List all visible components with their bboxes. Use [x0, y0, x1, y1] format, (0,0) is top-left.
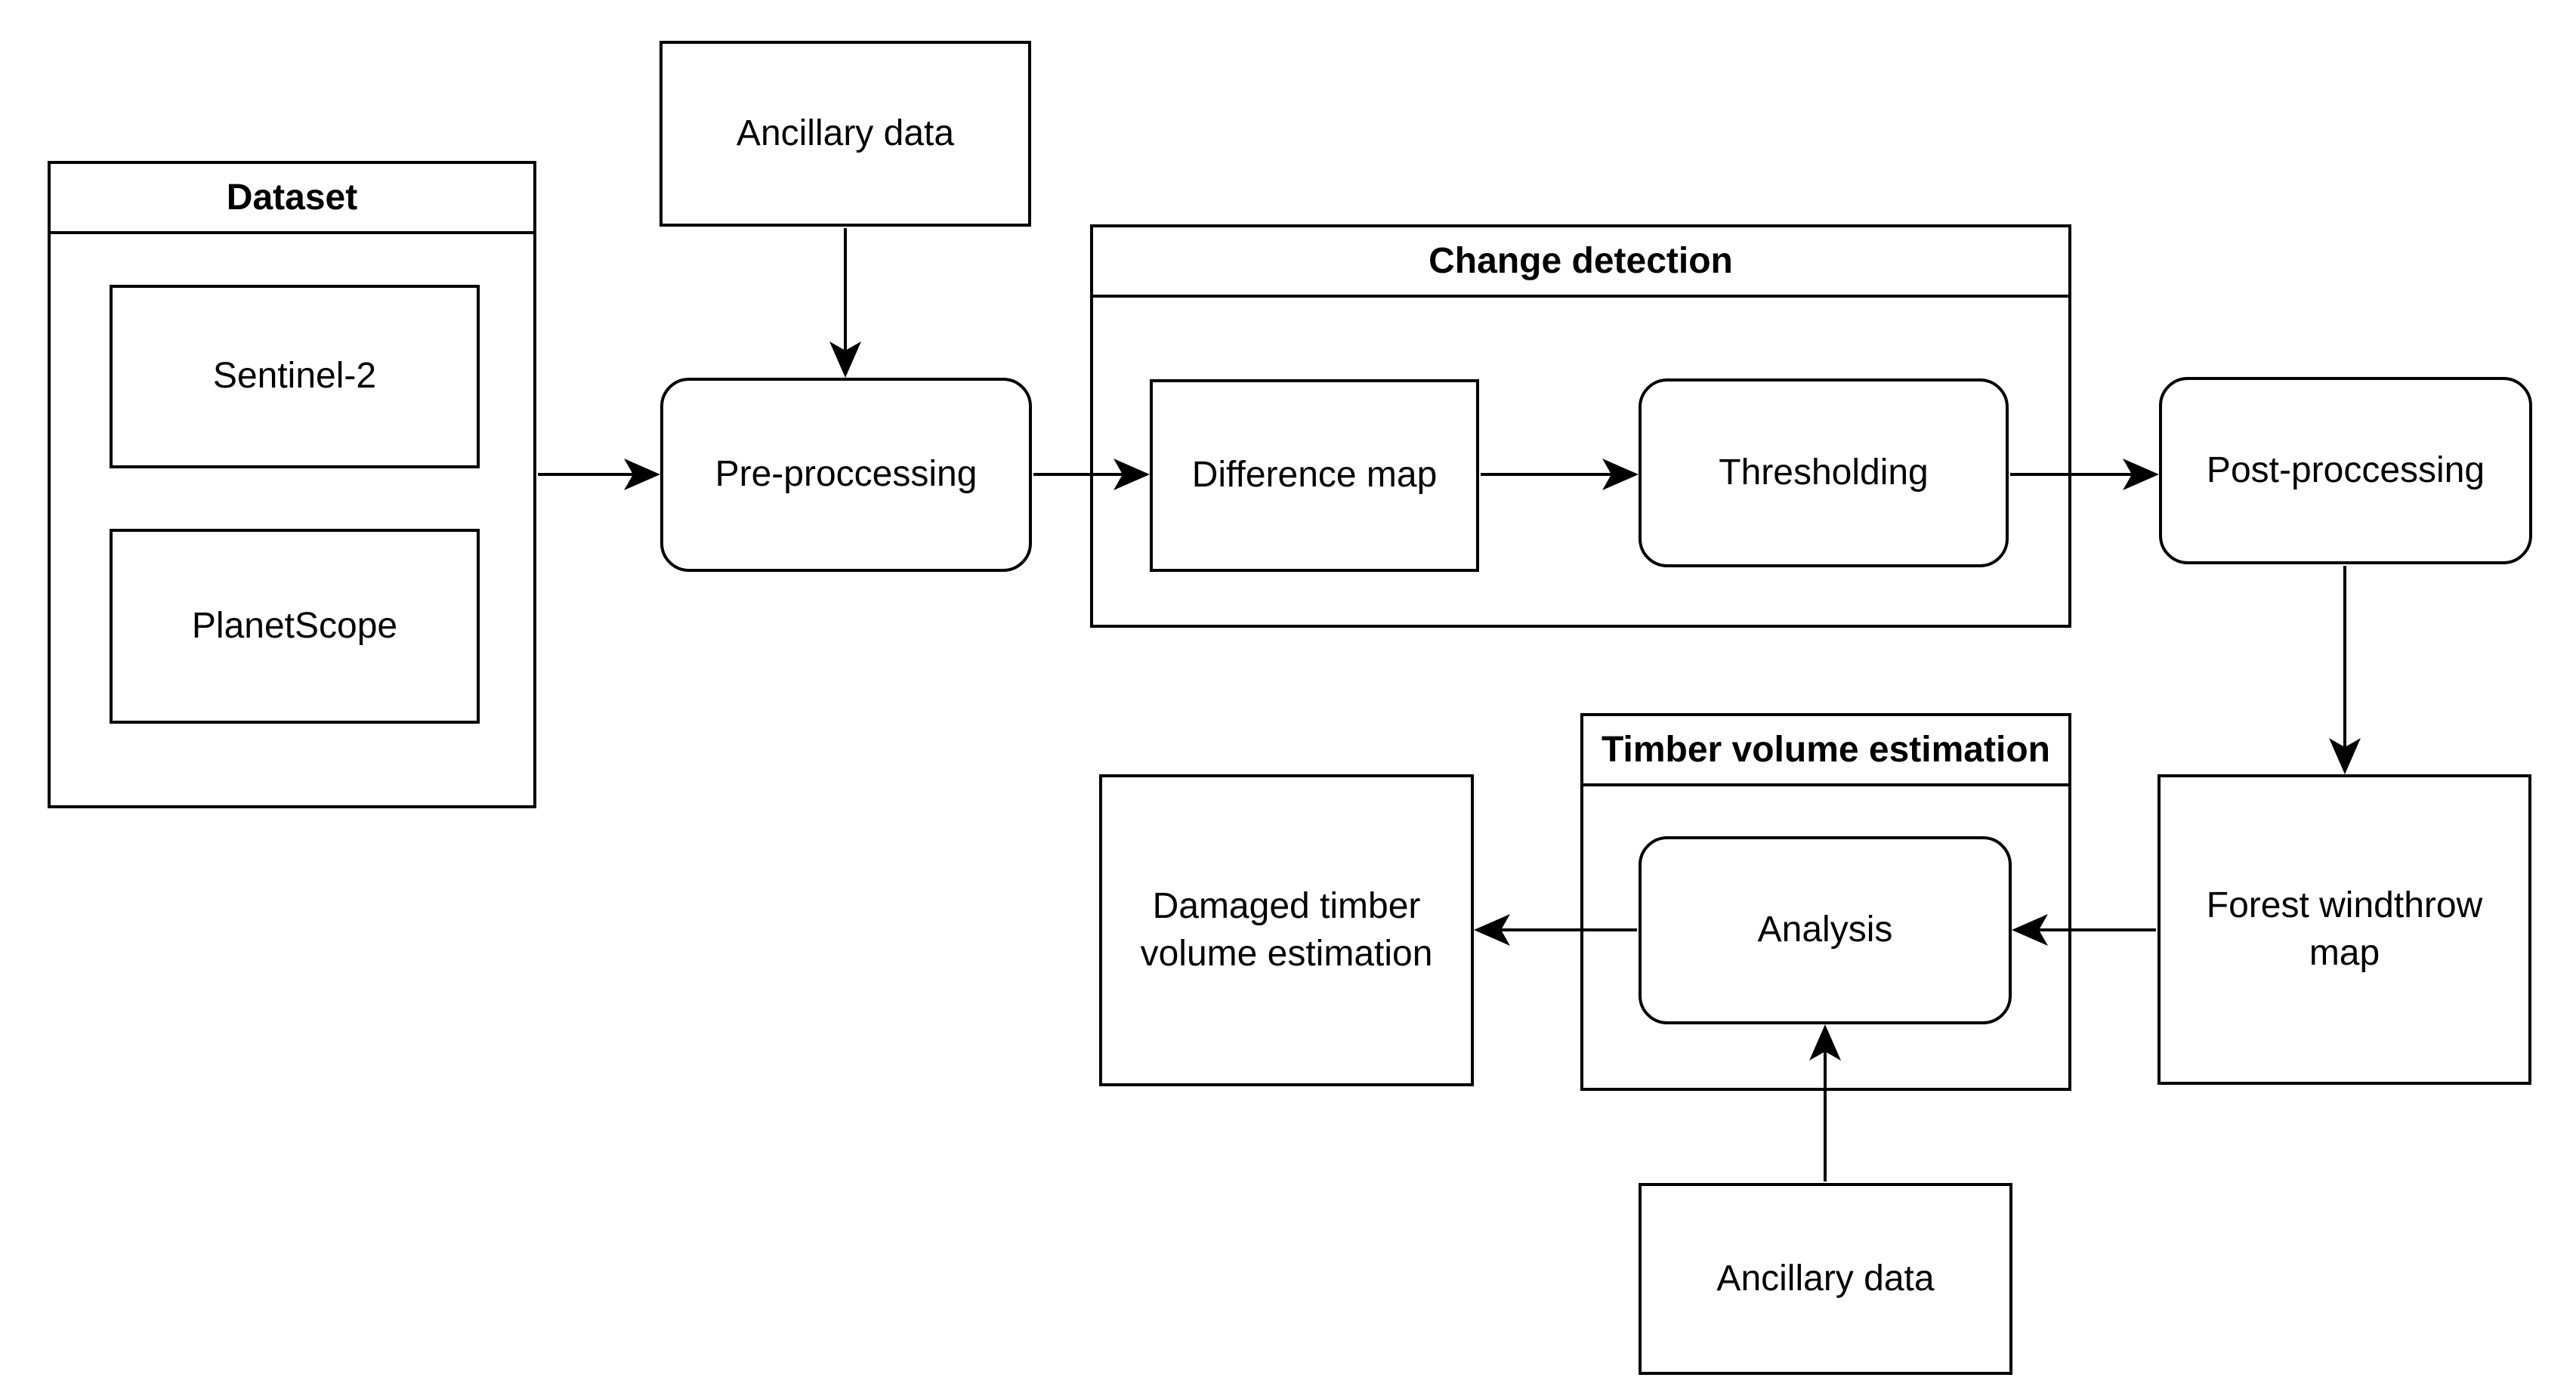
- node-forest-windthrow-map: Forest windthrow map: [2157, 774, 2531, 1085]
- node-analysis: Analysis: [1639, 836, 2012, 1024]
- node-post-processing: Post-proccessing: [2159, 377, 2532, 564]
- node-ancillary-data-top: Ancillary data: [659, 41, 1031, 227]
- node-pre-processing: Pre-proccessing: [660, 378, 1032, 572]
- node-thresholding: Thresholding: [1639, 378, 2009, 567]
- node-planetscope: PlanetScope: [110, 529, 480, 724]
- group-change-detection-header: Change detection: [1093, 227, 2068, 298]
- group-timber-volume-estimation-header: Timber volume estimation: [1583, 716, 2068, 786]
- node-ancillary-data-bottom: Ancillary data: [1639, 1183, 2012, 1375]
- node-difference-map: Difference map: [1150, 379, 1479, 572]
- node-sentinel-2: Sentinel-2: [110, 285, 480, 468]
- arrow-dataset-to-preprocessing: [538, 459, 660, 490]
- node-damaged-timber-volume-estimation: Damaged timber volume estimation: [1099, 774, 1474, 1086]
- arrow-ancillary-top-to-preprocessing: [829, 228, 861, 378]
- arrow-postprocessing-to-forest-map: [2329, 566, 2361, 774]
- group-dataset-header: Dataset: [51, 164, 533, 234]
